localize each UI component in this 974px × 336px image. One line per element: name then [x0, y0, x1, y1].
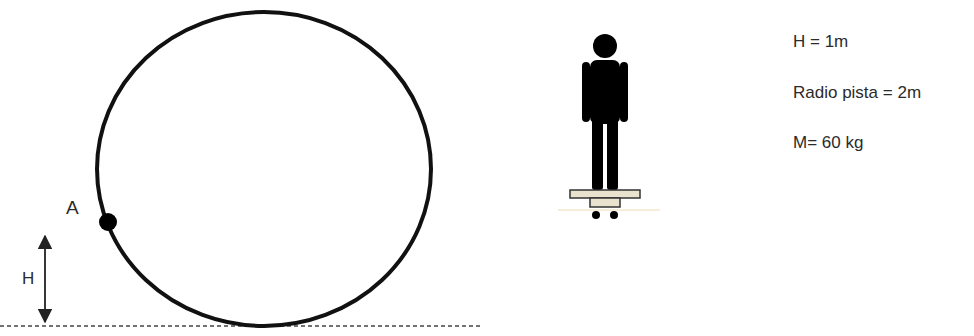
point-label: A: [66, 198, 79, 219]
height-arrow: [44, 236, 46, 322]
given-value: H = 1m: [793, 33, 848, 52]
dimension-label: H: [22, 270, 34, 289]
given-value: M= 60 kg: [793, 134, 863, 153]
person-silhouette: [582, 34, 628, 190]
given-value: Radio pista = 2m: [793, 84, 921, 103]
skateboard: [558, 190, 660, 219]
loop-track: [97, 12, 431, 326]
point-a: [99, 213, 117, 231]
